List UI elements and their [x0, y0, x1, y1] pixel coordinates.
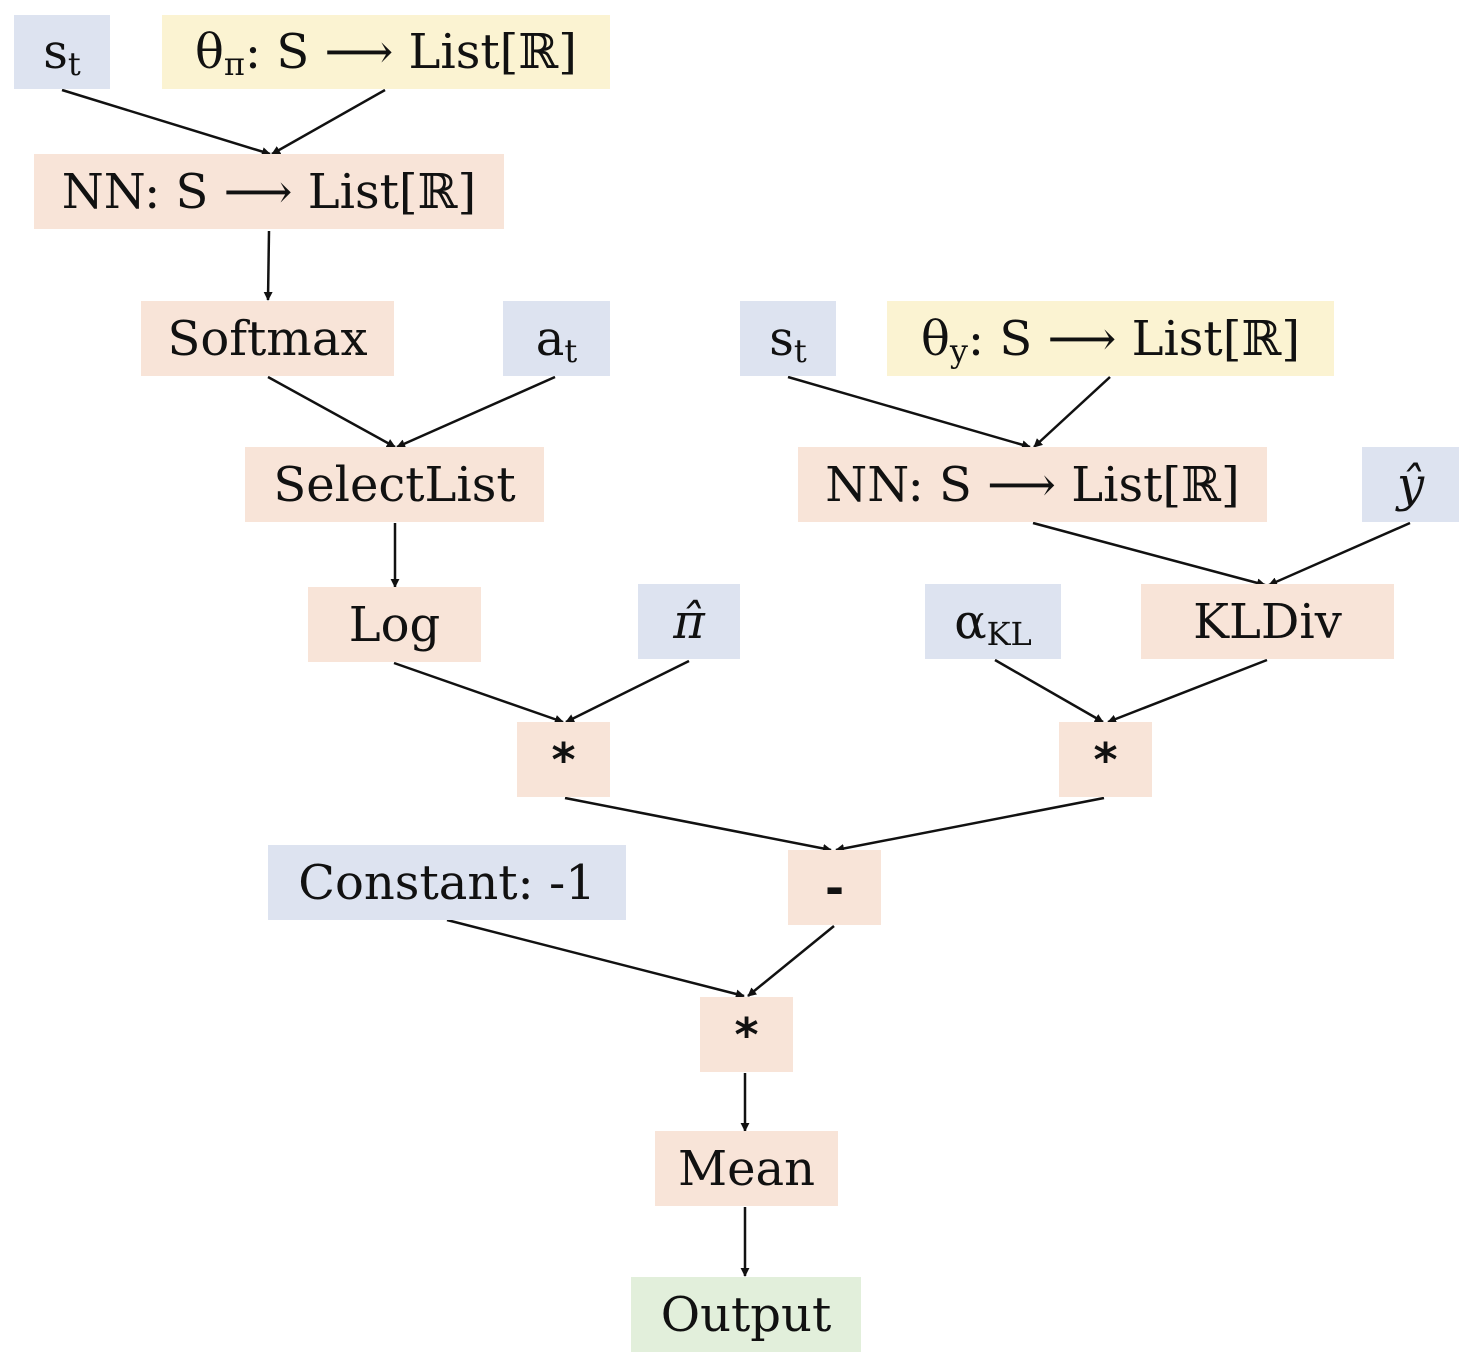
node-state-input-left-sub: t	[67, 45, 81, 83]
node-multiply-final-label: *	[734, 1007, 759, 1062]
edge-nn-y-to-kldiv	[1032, 521, 1266, 588]
edge-softmax-to-selectlist	[267, 375, 396, 449]
node-value-params-main: θ	[920, 310, 950, 367]
node-state-input-right-main: s	[769, 310, 794, 367]
node-kldiv-label: KLDiv	[1193, 593, 1342, 650]
node-mean-label: Mean	[677, 1140, 816, 1197]
node-policy-network: NN: S ⟶ List[ℝ]	[34, 154, 504, 229]
node-multiply-right-label: *	[1093, 732, 1118, 787]
node-y-hat-input: ŷ	[1362, 447, 1459, 522]
node-alpha-kl-sub: KL	[986, 614, 1032, 653]
edge-log-to-mul-left	[393, 661, 564, 724]
edge-nn-pi-to-softmax	[263, 230, 273, 301]
node-selectlist: SelectList	[245, 447, 544, 522]
node-output: Output	[631, 1277, 861, 1352]
node-softmax: Softmax	[141, 301, 394, 376]
node-log: Log	[308, 587, 481, 662]
node-alpha-kl-main: α	[954, 593, 987, 650]
node-constant-input: Constant: -1	[268, 845, 626, 920]
node-kldiv: KLDiv	[1141, 584, 1394, 659]
node-value-params-rest: : S ⟶ List[ℝ]	[967, 310, 1301, 367]
node-value-network-label: NN: S ⟶ List[ℝ]	[825, 456, 1240, 513]
edge-y-hat-to-kldiv	[1268, 521, 1411, 587]
node-constant-label: Constant: -1	[298, 854, 596, 911]
edge-constant-to-mul-final	[446, 918, 745, 999]
node-action-input-sub: t	[564, 331, 578, 370]
node-subtract-label: -	[824, 860, 845, 915]
edge-mul-left-to-minus	[564, 796, 832, 853]
node-state-input-right-sub: t	[793, 331, 807, 370]
node-multiply-left: *	[517, 722, 610, 797]
node-selectlist-label: SelectList	[273, 456, 516, 513]
edge-alpha-to-mul-right	[994, 658, 1104, 724]
node-policy-params-main: θ	[194, 24, 224, 80]
node-value-params-sub: y	[949, 331, 968, 370]
edge-theta-y-to-nn-y	[1033, 376, 1111, 448]
edge-pi-hat-to-mul-left	[565, 659, 690, 724]
node-action-input-main: a	[535, 310, 565, 367]
node-softmax-label: Softmax	[167, 310, 368, 367]
edge-theta-pi-to-nn-pi	[271, 88, 386, 156]
node-multiply-final: *	[700, 997, 793, 1072]
node-multiply-right: *	[1059, 722, 1152, 797]
node-policy-params-sub: π	[223, 45, 245, 83]
node-output-label: Output	[660, 1286, 832, 1343]
edge-at-to-selectlist	[396, 375, 556, 449]
edge-mul-right-to-minus	[835, 796, 1105, 853]
node-policy-network-label: NN: S ⟶ List[ℝ]	[61, 163, 477, 220]
node-pi-hat-input: π̂	[638, 584, 740, 659]
node-y-hat-label: ŷ	[1396, 456, 1425, 513]
node-multiply-left-label: *	[551, 732, 576, 787]
node-value-network: NN: S ⟶ List[ℝ]	[798, 447, 1267, 522]
node-policy-params-rest: : S ⟶ List[ℝ]	[244, 24, 578, 80]
edge-st-y-to-nn-y	[787, 375, 1031, 450]
edge-kldiv-to-mul-right	[1107, 658, 1268, 724]
node-state-input-left-main: s	[43, 24, 68, 80]
node-subtract: -	[788, 850, 881, 925]
node-pi-hat-label: π̂	[673, 593, 705, 650]
node-log-label: Log	[348, 596, 441, 653]
node-mean: Mean	[655, 1131, 838, 1206]
edge-st-to-nn-pi	[61, 88, 271, 156]
edge-minus-to-mul-final	[747, 925, 835, 997]
